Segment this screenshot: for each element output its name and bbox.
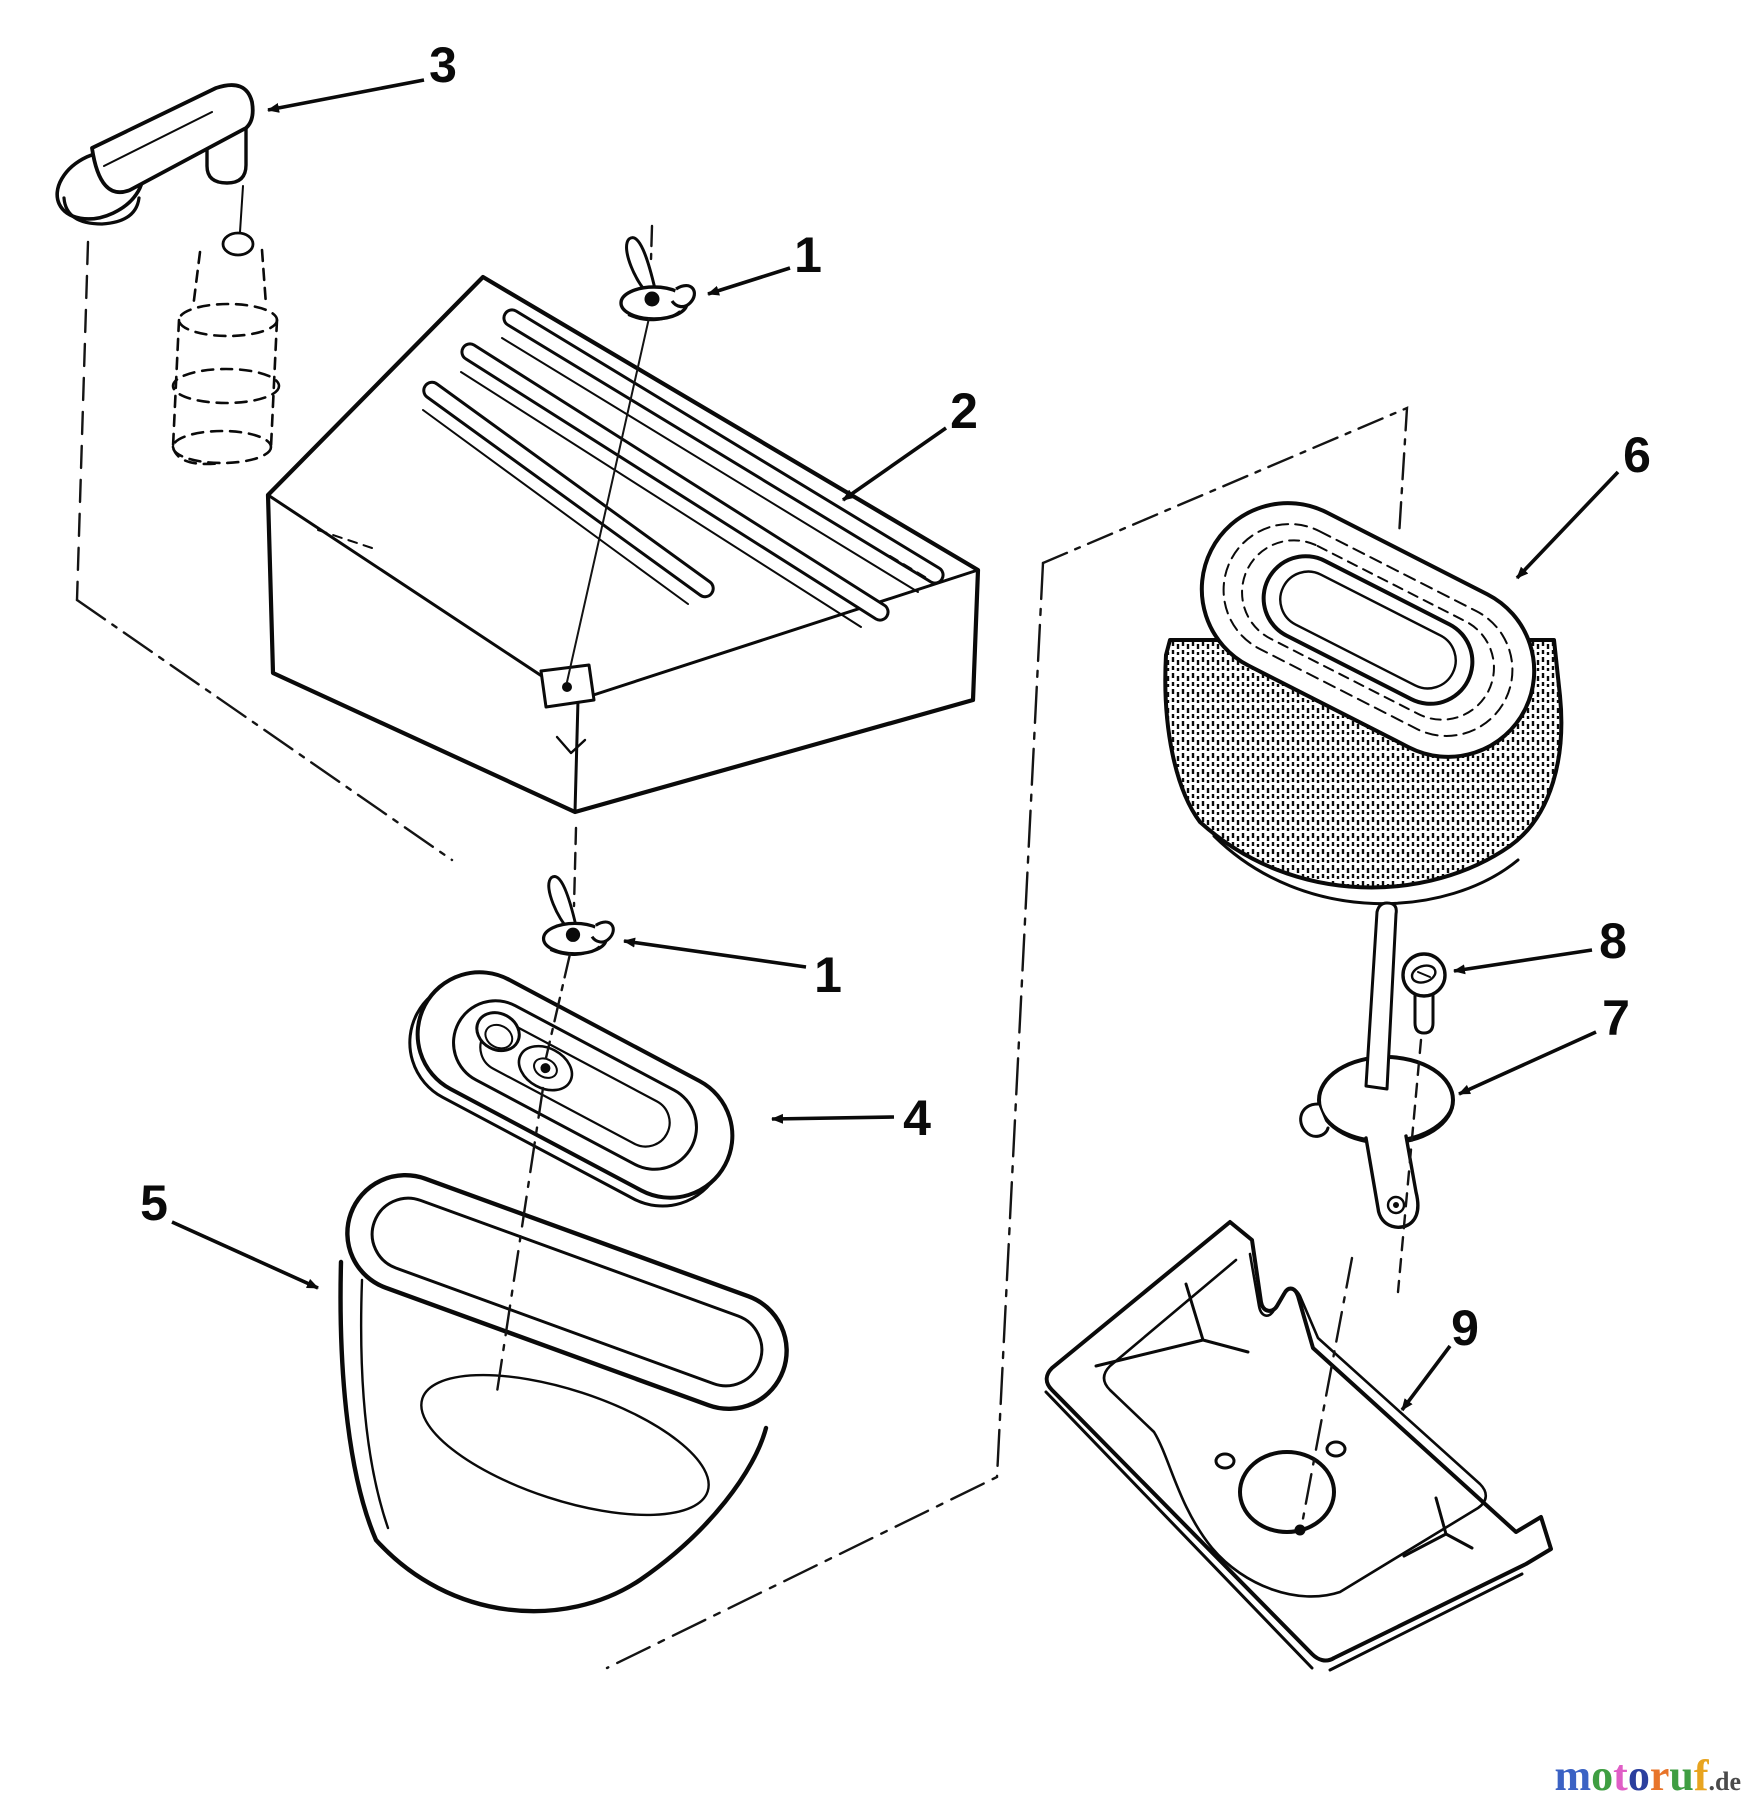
callout-label: 1 — [794, 227, 822, 283]
part-5-air-cleaner-body — [338, 1172, 789, 1614]
callout-1-mid: 1 — [623, 937, 842, 1003]
callouts: 3 1 2 1 4 5 6 8 — [140, 37, 1651, 1412]
callout-label: 4 — [903, 1090, 931, 1146]
callout-8: 8 — [1453, 913, 1627, 975]
callout-label: 3 — [429, 37, 457, 93]
part-4-gasket-plate — [408, 970, 735, 1208]
part-8-bolt — [1401, 952, 1447, 1035]
callout-label: 7 — [1602, 990, 1630, 1046]
logo-letter: t — [1613, 1751, 1628, 1800]
callout-5: 5 — [140, 1175, 319, 1290]
logo-letter: m — [1554, 1751, 1592, 1800]
part-1-wingnut-lower — [541, 874, 615, 957]
logo-letter: o — [1591, 1751, 1614, 1800]
callout-label: 5 — [140, 1175, 168, 1231]
part-3-handle — [55, 83, 255, 233]
callout-9: 9 — [1400, 1300, 1479, 1412]
callout-label: 1 — [814, 947, 842, 1003]
callout-2: 2 — [841, 383, 978, 502]
part-9-base-plate — [1044, 1220, 1553, 1672]
part-1-wingnut-top — [619, 235, 697, 322]
callout-1-top: 1 — [707, 227, 822, 296]
watermark-motoruf: motoruf.de — [1555, 1754, 1741, 1798]
callout-7: 7 — [1458, 990, 1630, 1096]
part-2-air-cleaner-cover — [265, 274, 981, 815]
callout-label: 8 — [1599, 913, 1627, 969]
part-3-spring — [171, 231, 281, 466]
logo-suffix: .de — [1708, 1767, 1742, 1796]
part-7-retainer-plate — [1299, 901, 1455, 1229]
callout-3: 3 — [267, 37, 457, 113]
cover-vent-slots — [422, 308, 945, 628]
callout-label: 2 — [950, 383, 978, 439]
callout-6: 6 — [1515, 427, 1651, 580]
logo-letter: f — [1693, 1751, 1709, 1800]
logo-letter: u — [1669, 1751, 1694, 1800]
logo-letter: r — [1649, 1751, 1670, 1800]
logo-letter: o — [1627, 1751, 1650, 1800]
retainer-stud — [1364, 901, 1398, 1091]
callout-label: 9 — [1451, 1300, 1479, 1356]
part-6-filter-element — [1163, 501, 1564, 906]
callout-label: 6 — [1623, 427, 1651, 483]
phantom-lines — [75, 224, 1423, 1670]
callout-4: 4 — [771, 1090, 931, 1146]
